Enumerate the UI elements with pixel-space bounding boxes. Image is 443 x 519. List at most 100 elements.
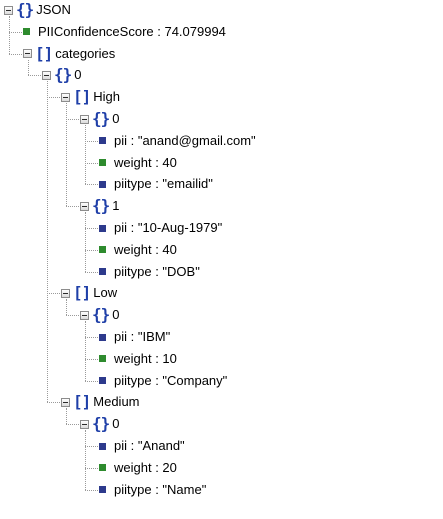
tree-leaf-weight: weight : 20 bbox=[99, 458, 177, 478]
tree-leaf-pii: pii : "anand@gmail.com" bbox=[99, 131, 256, 151]
node-label[interactable]: 0 bbox=[74, 67, 82, 83]
tree-connector bbox=[66, 424, 79, 426]
node-label: weight : 10 bbox=[114, 350, 177, 366]
string-value-icon bbox=[99, 137, 106, 145]
string-value-icon bbox=[99, 377, 106, 385]
tree-leaf-pii: pii : "10-Aug-1979" bbox=[99, 218, 222, 238]
tree-connector bbox=[66, 103, 67, 207]
tree-connector bbox=[85, 380, 98, 382]
collapse-toggle-icon[interactable] bbox=[80, 114, 89, 124]
tree-connector bbox=[47, 402, 60, 404]
tree-connector bbox=[47, 293, 60, 295]
collapse-toggle-icon[interactable] bbox=[80, 201, 89, 211]
collapse-toggle-icon[interactable] bbox=[4, 5, 13, 15]
number-value-icon bbox=[23, 28, 30, 36]
node-label: piitype : "Name" bbox=[114, 481, 207, 497]
string-value-icon bbox=[99, 268, 106, 276]
number-value-icon bbox=[99, 159, 106, 167]
tree-connector bbox=[85, 228, 98, 229]
tree-leaf-piitype: piitype : "emailid" bbox=[99, 174, 213, 194]
tree-connector bbox=[66, 408, 67, 425]
tree-leaf-piitype: piitype : "DOB" bbox=[99, 262, 200, 282]
node-label[interactable]: 0 bbox=[112, 307, 120, 323]
array-icon: [] bbox=[73, 87, 91, 107]
node-label[interactable]: 1 bbox=[112, 198, 120, 214]
tree-connector bbox=[9, 53, 22, 55]
tree-connector bbox=[85, 446, 98, 447]
array-icon: [] bbox=[35, 43, 53, 63]
node-label: PIIConfidenceScore : 74.079994 bbox=[38, 23, 226, 39]
node-label[interactable]: Low bbox=[93, 285, 118, 301]
node-label: weight : 40 bbox=[114, 154, 177, 170]
tree-connector bbox=[66, 119, 79, 120]
object-icon: {} bbox=[54, 65, 72, 85]
node-label: weight : 20 bbox=[114, 459, 177, 475]
tree-connector bbox=[47, 81, 48, 403]
tree-leaf-piiconfidencescore: PIIConfidenceScore : 74.079994 bbox=[23, 22, 226, 42]
tree-node-0: {}0 bbox=[80, 414, 120, 434]
tree-node-categories: []categories bbox=[23, 44, 115, 64]
tree-connector bbox=[85, 271, 98, 273]
node-label: pii : "anand@gmail.com" bbox=[114, 132, 256, 148]
node-label: pii : "IBM" bbox=[114, 329, 171, 344]
collapse-toggle-icon[interactable] bbox=[42, 70, 51, 80]
string-value-icon bbox=[99, 486, 106, 494]
tree-connector bbox=[66, 315, 79, 317]
tree-connector bbox=[9, 31, 22, 33]
string-value-icon bbox=[99, 333, 106, 341]
tree-leaf-weight: weight : 40 bbox=[99, 240, 177, 260]
tree-node-json: {}JSON bbox=[4, 0, 71, 20]
tree-connector bbox=[85, 467, 98, 469]
tree-leaf-weight: weight : 40 bbox=[99, 153, 177, 173]
collapse-toggle-icon[interactable] bbox=[61, 92, 70, 102]
collapse-toggle-icon[interactable] bbox=[61, 288, 70, 298]
collapse-toggle-icon[interactable] bbox=[80, 310, 89, 320]
number-value-icon bbox=[99, 464, 106, 472]
tree-leaf-weight: weight : 10 bbox=[99, 349, 177, 369]
tree-leaf-pii: pii : "IBM" bbox=[99, 327, 170, 347]
node-label[interactable]: Medium bbox=[93, 394, 140, 410]
tree-leaf-piitype: piitype : "Company" bbox=[99, 371, 227, 391]
tree-connector bbox=[28, 75, 41, 77]
node-label: piitype : "DOB" bbox=[114, 263, 200, 279]
collapse-toggle-icon[interactable] bbox=[80, 419, 89, 429]
tree-connector bbox=[85, 184, 98, 186]
node-label[interactable]: categories bbox=[55, 45, 116, 61]
tree-node-low: []Low bbox=[61, 283, 117, 303]
tree-connector bbox=[85, 489, 98, 491]
tree-connector bbox=[28, 59, 29, 76]
node-label: piitype : "emailid" bbox=[114, 176, 213, 192]
number-value-icon bbox=[99, 246, 106, 254]
node-label[interactable]: JSON bbox=[36, 2, 71, 17]
tree-node-0: {}0 bbox=[80, 109, 120, 129]
tree-node-high: []High bbox=[61, 87, 120, 107]
node-label: piitype : "Company" bbox=[114, 372, 228, 388]
tree-node-0: {}0 bbox=[80, 305, 120, 325]
tree-connector bbox=[85, 430, 86, 490]
tree-connector bbox=[85, 125, 86, 185]
tree-connector bbox=[85, 249, 98, 251]
object-icon: {} bbox=[16, 0, 34, 19]
tree-connector bbox=[85, 212, 86, 272]
tree-connector bbox=[85, 358, 98, 360]
tree-node-0: {}0 bbox=[42, 65, 82, 85]
node-label[interactable]: 0 bbox=[112, 111, 120, 126]
object-icon: {} bbox=[92, 196, 110, 216]
string-value-icon bbox=[99, 442, 106, 450]
tree-leaf-pii: pii : "Anand" bbox=[99, 436, 185, 456]
number-value-icon bbox=[99, 355, 106, 363]
node-label[interactable]: 0 bbox=[112, 416, 120, 432]
array-icon: [] bbox=[73, 392, 91, 412]
tree-node-1: {}1 bbox=[80, 196, 120, 216]
collapse-toggle-icon[interactable] bbox=[23, 49, 32, 59]
node-label[interactable]: High bbox=[93, 89, 121, 105]
string-value-icon bbox=[99, 180, 106, 188]
tree-connector bbox=[85, 140, 98, 142]
tree-connector bbox=[85, 162, 98, 164]
object-icon: {} bbox=[92, 414, 110, 434]
collapse-toggle-icon[interactable] bbox=[61, 397, 70, 407]
node-label: pii : "10-Aug-1979" bbox=[114, 220, 223, 235]
object-icon: {} bbox=[92, 305, 110, 325]
tree-connector bbox=[85, 337, 98, 338]
